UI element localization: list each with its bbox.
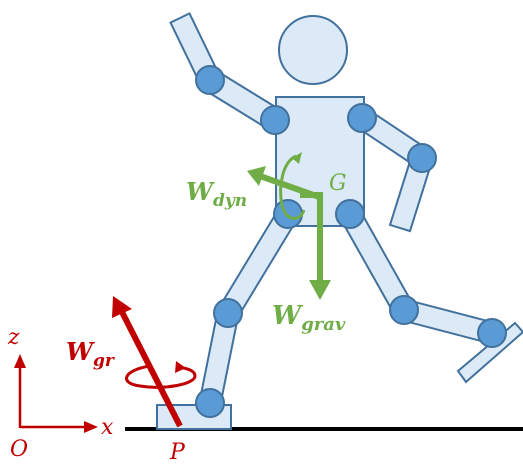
label-O: O: [10, 437, 28, 462]
green-torque-arrowhead: [292, 152, 302, 164]
red-torque-arrowhead: [175, 361, 186, 373]
right-shoulder-joint: [347, 103, 377, 133]
left-elbow-joint: [195, 65, 225, 95]
label-w-grav: Wgrav: [272, 301, 346, 335]
w-gr-arrowhead: [112, 296, 132, 318]
label-w-gr-main: W: [66, 337, 95, 366]
torque_red-icon: [125, 364, 197, 389]
label-w-dyn-sub: dyn: [213, 191, 247, 211]
left-ankle-joint: [195, 388, 225, 418]
right-ankle-joint: [477, 318, 507, 348]
head: [278, 15, 348, 85]
label-w-gr: Wgr: [66, 337, 115, 371]
label-w-dyn-main: W: [186, 177, 215, 206]
right-hip-joint: [335, 199, 365, 229]
w-gr-arrow: [119, 310, 183, 428]
joints: [195, 65, 507, 418]
label-G: G: [329, 171, 347, 196]
left-knee-joint: [213, 298, 243, 328]
w-grav-arrowhead: [309, 280, 331, 300]
label-z: z: [7, 325, 20, 350]
label-w-dyn: Wdyn: [186, 177, 247, 211]
right-knee-joint: [389, 295, 419, 325]
x-axis-arrowhead: [84, 421, 98, 433]
left-shoulder-joint: [260, 105, 290, 135]
label-P: P: [169, 440, 186, 465]
label-w-gr-sub: gr: [93, 351, 115, 371]
label-x: x: [101, 415, 114, 440]
label-w-grav-sub: grav: [301, 314, 346, 335]
torque_green-icon: [279, 154, 306, 220]
coordinate-axes: [14, 354, 98, 433]
red-wrench: [112, 296, 197, 428]
left-hip-joint: [273, 199, 303, 229]
right-elbow-joint: [407, 143, 437, 173]
z-axis-arrowhead: [14, 354, 26, 368]
w-dyn-arrowhead: [247, 166, 266, 186]
label-w-grav-main: W: [272, 301, 304, 331]
green-wrench: [247, 152, 331, 300]
